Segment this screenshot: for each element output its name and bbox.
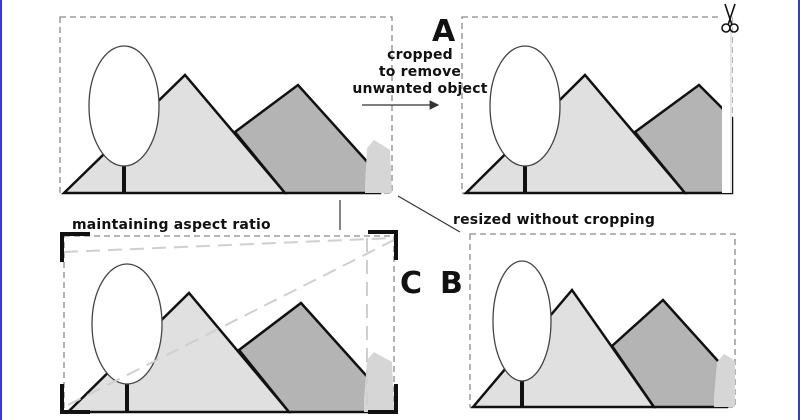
unwanted-object <box>365 140 392 193</box>
unwanted-object <box>364 352 394 412</box>
panel-cropped <box>461 10 734 195</box>
label-a: A <box>432 14 456 49</box>
scissors-icon <box>721 3 739 33</box>
crop-bracket-bottom-left <box>60 384 90 414</box>
aspect-guide-top <box>63 237 395 253</box>
cropped-caption: cropped to remove unwanted object <box>340 47 500 98</box>
connector-to-resized <box>397 195 461 233</box>
aspect-caption: maintaining aspect ratio <box>72 217 271 233</box>
crop-bracket-top-left <box>60 232 90 262</box>
crop-bracket-top-right <box>368 230 398 260</box>
cropped-caption-line1: cropped <box>387 47 453 63</box>
panel-original <box>59 16 393 195</box>
tree-trunk <box>520 378 524 407</box>
tree-canopy <box>489 45 561 167</box>
tree-trunk <box>125 378 129 412</box>
tree-canopy <box>492 260 552 382</box>
label-b: B <box>440 266 463 301</box>
panel-aspect <box>60 230 398 414</box>
label-c: C <box>400 266 423 301</box>
crop-bracket-bottom-right <box>368 384 398 414</box>
aspect-guide-diagonal <box>67 239 395 406</box>
tree-trunk <box>122 160 126 193</box>
cropped-caption-line2: to remove <box>378 64 462 80</box>
tree-canopy <box>88 45 160 167</box>
tree-trunk <box>523 160 527 193</box>
resized-caption: resized without cropping <box>453 212 656 228</box>
crop-edge <box>722 10 732 193</box>
unwanted-object <box>714 354 735 407</box>
panel-resized <box>469 233 736 409</box>
cropped-caption-line3: unwanted object <box>352 81 488 97</box>
tree-canopy <box>91 263 163 385</box>
